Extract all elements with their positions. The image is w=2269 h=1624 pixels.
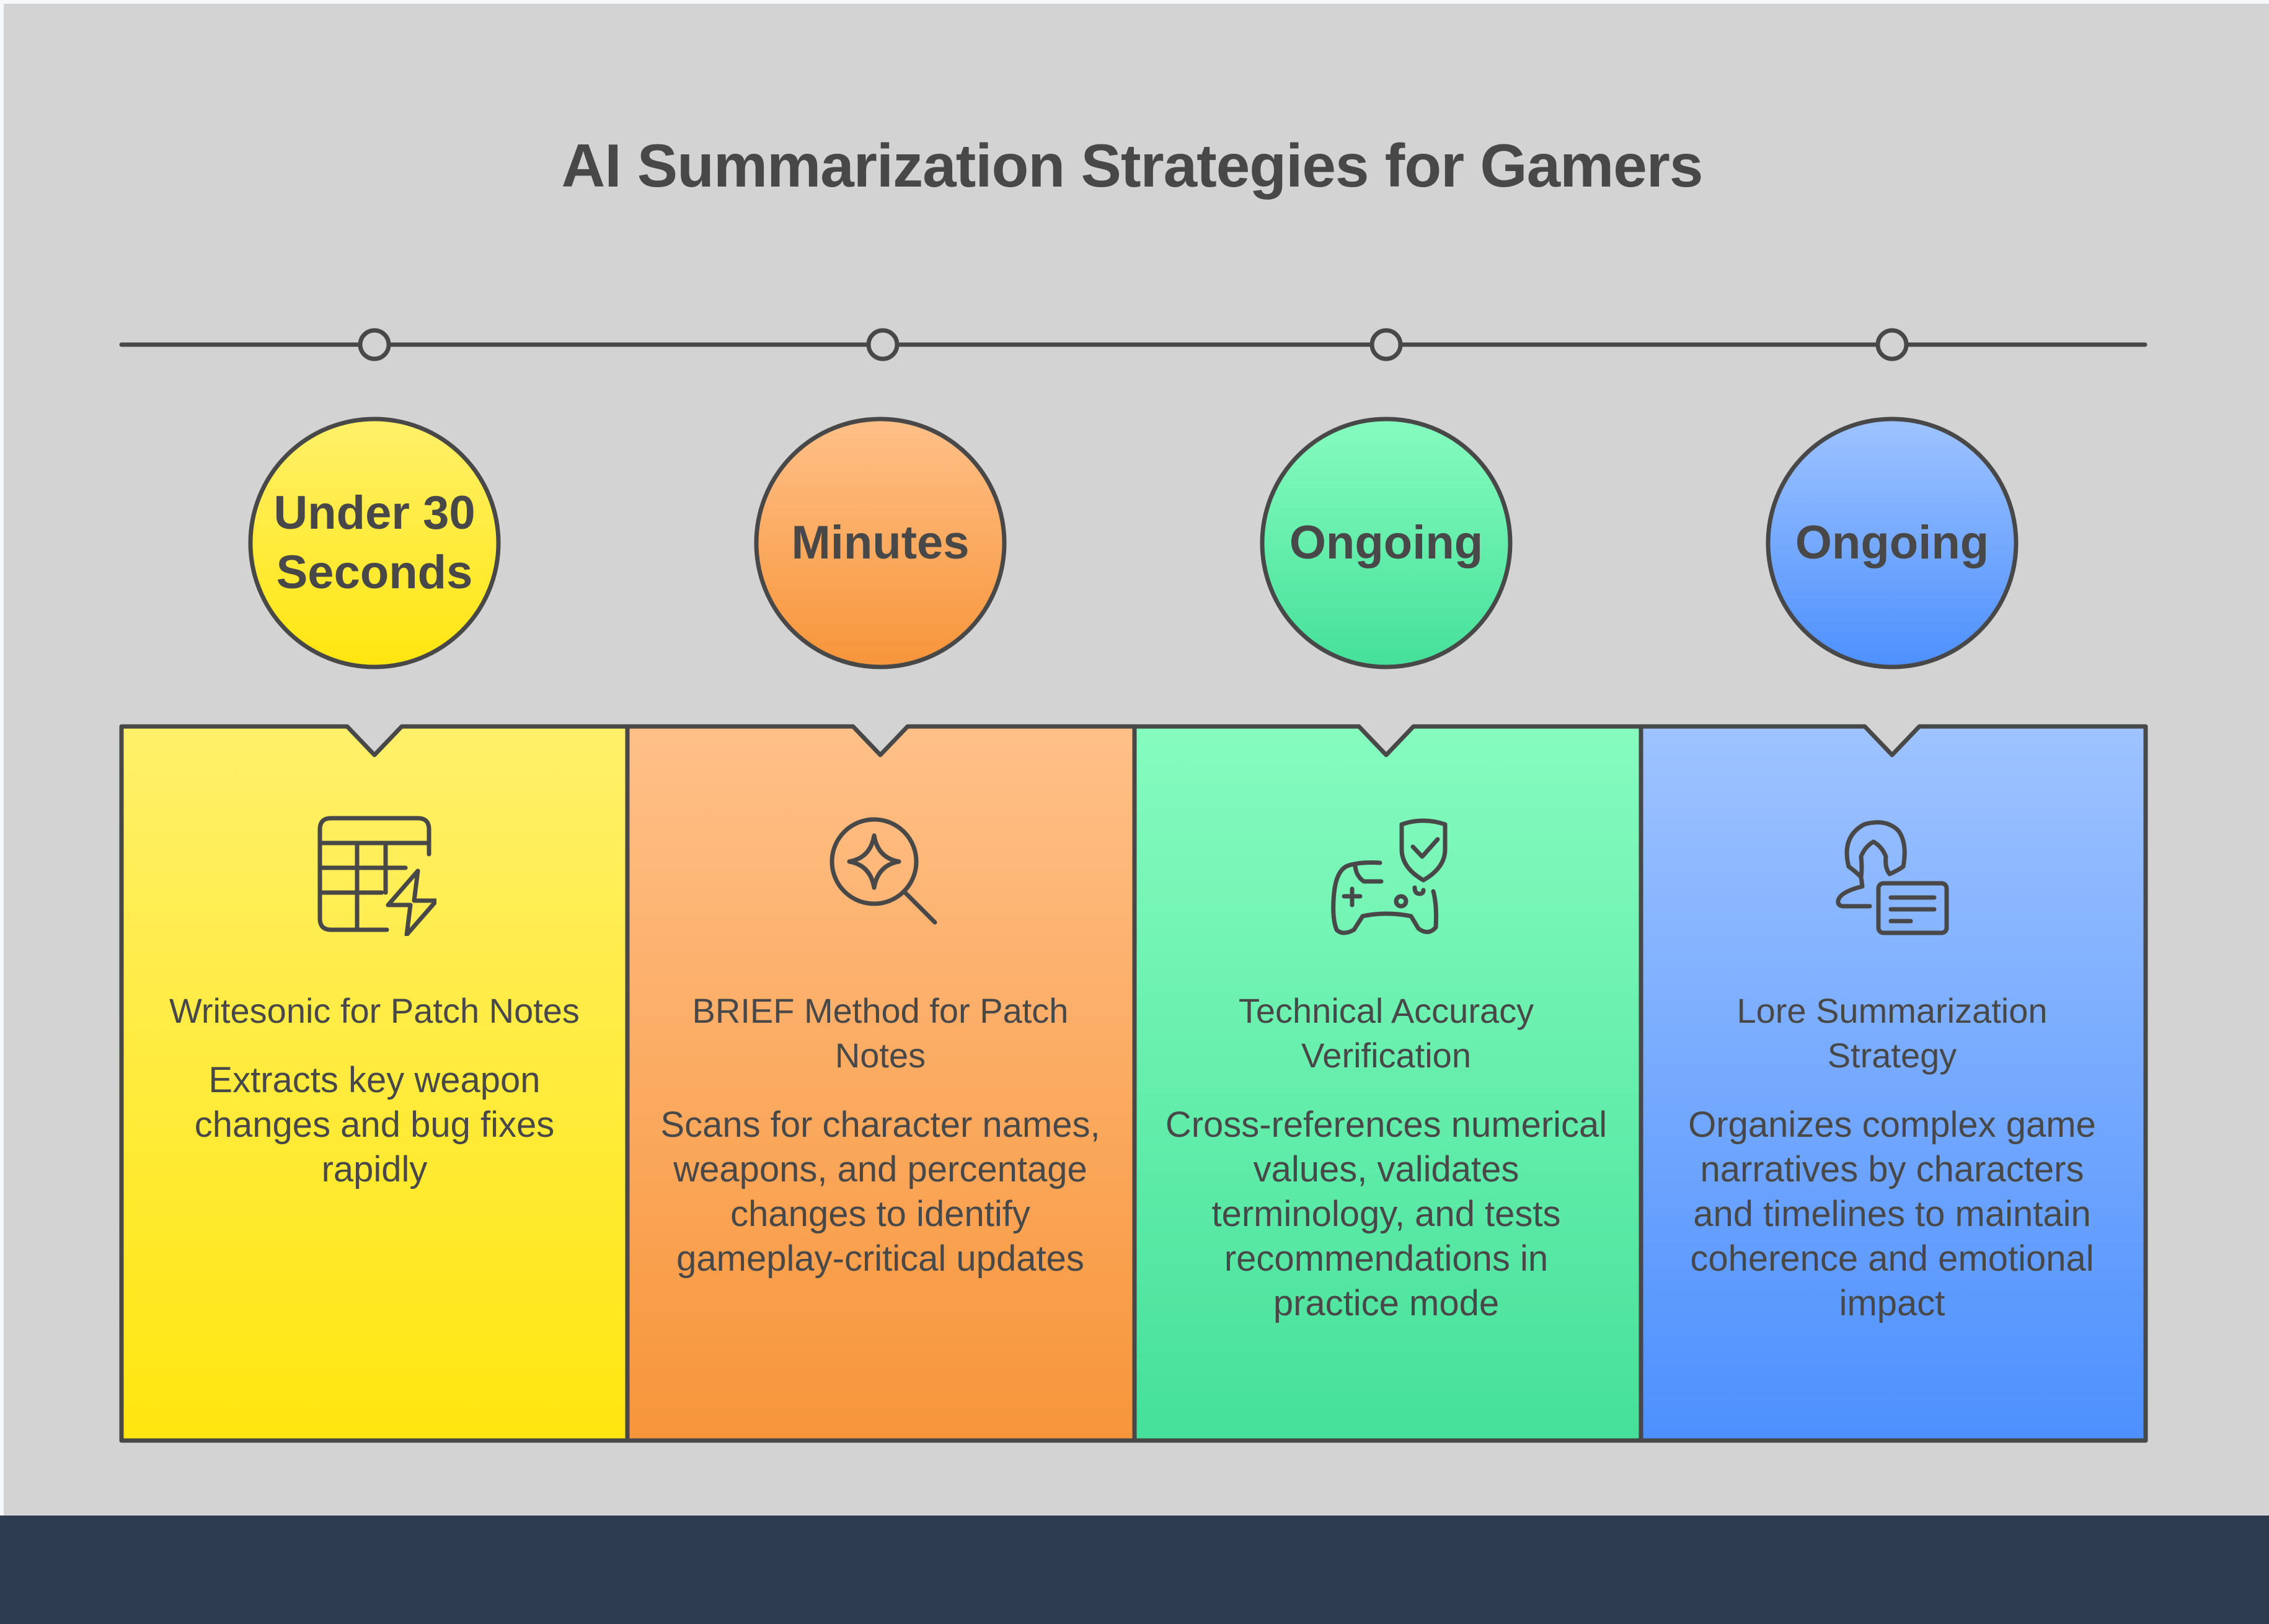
stage-circle-4-label: Ongoing bbox=[1795, 516, 1989, 569]
stage-circle-2-label: Minutes bbox=[791, 516, 970, 569]
card-1-content: Writesonic for Patch Notes Extracts key … bbox=[151, 989, 598, 1192]
timeline-node bbox=[1875, 328, 1909, 361]
card-1-title: Writesonic for Patch Notes bbox=[169, 991, 580, 1030]
card-4-title: Lore Summarization Strategy bbox=[1736, 991, 2048, 1075]
table-lightning-icon bbox=[317, 816, 436, 936]
cards-outline bbox=[119, 724, 2148, 1443]
card-3-bg bbox=[1134, 726, 1641, 1441]
sparkle-search-icon bbox=[829, 817, 937, 925]
card-4-description: Organizes complex game narratives by cha… bbox=[1688, 1105, 2096, 1323]
card-2-bg bbox=[627, 726, 1134, 1441]
card-2-content: BRIEF Method for Patch Notes Scans for c… bbox=[657, 989, 1104, 1281]
card-4-content: Lore Summarization Strategy Organizes co… bbox=[1669, 989, 2115, 1326]
timeline-node bbox=[1369, 328, 1403, 361]
timeline-node bbox=[866, 328, 900, 361]
card-1-bg bbox=[122, 726, 627, 1441]
card-3-description: Cross-references numerical values, valid… bbox=[1165, 1105, 1608, 1323]
gamepad-shield-check-icon bbox=[1331, 818, 1448, 935]
card-2-description: Scans for character names, weapons, and … bbox=[660, 1105, 1100, 1279]
card-3-content: Technical Accuracy Verification Cross-re… bbox=[1163, 989, 1609, 1326]
timeline-node bbox=[358, 328, 391, 361]
card-4-bg bbox=[1641, 726, 2146, 1441]
card-3-title: Technical Accuracy Verification bbox=[1238, 991, 1534, 1075]
footer-band bbox=[0, 1516, 2269, 1624]
page-title: AI Summarization Strategies for Gamers bbox=[561, 131, 1704, 200]
stage-circle-2 bbox=[754, 417, 1007, 669]
card-2-title: BRIEF Method for Patch Notes bbox=[692, 991, 1069, 1075]
stage-circle-1 bbox=[248, 417, 501, 669]
stage-circle-3-label: Ongoing bbox=[1289, 516, 1484, 569]
user-document-icon bbox=[1836, 820, 1949, 935]
stage-circle-4 bbox=[1766, 417, 2019, 669]
stage-circle-3 bbox=[1260, 417, 1513, 669]
card-1-description: Extracts key weapon changes and bug fixe… bbox=[194, 1060, 555, 1189]
